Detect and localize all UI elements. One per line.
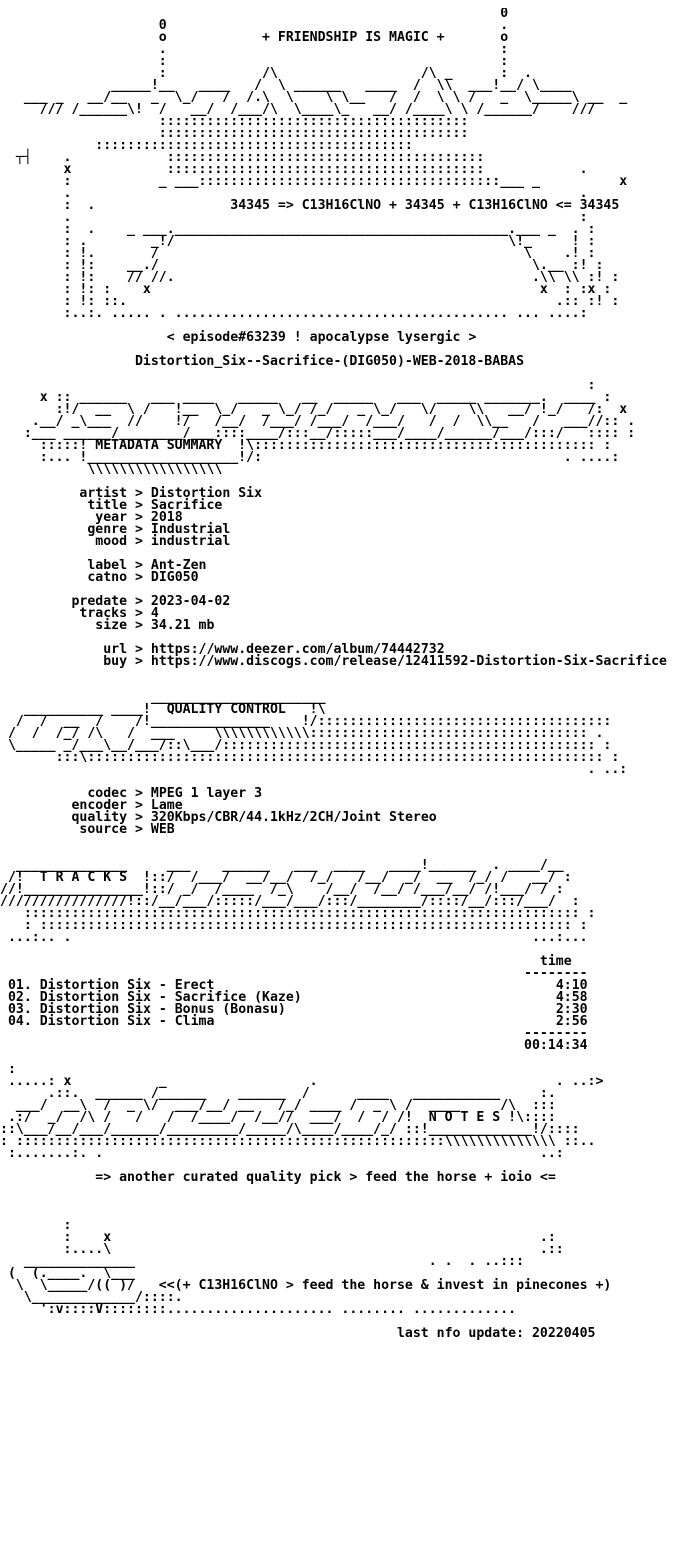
mood-value: industrial [150,534,231,549]
track-title: Distortion Six - Erect [39,978,215,993]
track-number: 01. [7,978,32,993]
header-frame: . : : . _ ___.__________________________… [63,210,620,321]
size-value: 34.21 mb [150,618,215,633]
notes-banner: : .....: x _ . . ..:> .::. ______ /_____… [0,1062,604,1161]
tracks-value: 4 [150,606,159,621]
title-value: Sacrifice [150,498,223,513]
track-time: 4:58 [555,990,588,1005]
track-number: 03. [7,1002,32,1017]
header-art-lower: ::::::::::::::::::::::::::::::::::::::::… [15,138,628,213]
metadata-banner: : x :: ______ ___ ____ _____ __ _____ __… [23,378,636,477]
formula-line: 34345 => C13H16ClNO + 34345 + C13H16ClNO… [127,198,620,213]
genre-value: Industrial [150,522,231,537]
artist-value: Distortion Six [150,486,263,501]
source-value: WEB [150,822,175,837]
track-number: 02. [7,990,32,1005]
quality-banner: ______________________ __________ ____! … [7,690,628,777]
total-time: 00:14:34 [524,1038,588,1053]
notes-text: => another curated quality pick > feed t… [95,1170,556,1185]
track-row: 03. Distortion Six - Bonus (Bonasu) 2:30 [0,1002,588,1017]
predate-value: 2023-04-02 [150,594,231,609]
footer-ascii-art: : : x .: :....\ .:: ______________ . [7,1218,612,1317]
buy-link[interactable]: https://www.discogs.com/release/12411592… [150,654,667,669]
track-time: 2:30 [555,1002,588,1017]
track-number: 04. [7,1014,32,1029]
year-value: 2018 [150,510,183,525]
track-row: 02. Distortion Six - Sacrifice (Kaze) 4:… [0,990,588,1005]
nfo-document: 0 0 . o + FRIENDSHIP IS MAGIC + o . : [0,8,667,1340]
quality-value: 320Kbps/CBR/44.1kHz/2CH/Joint Stereo [150,810,437,825]
track-title: Distortion Six - Bonus (Bonasu) [39,1002,286,1017]
header-ascii-art: 0 0 . o + FRIENDSHIP IS MAGIC + o . : [23,8,628,141]
quality-block: codec > MPEG 1 layer 3 encoder > Lame qu… [71,786,437,837]
catno-value: DIG050 [150,570,199,585]
track-row: 04. Distortion Six - Clima 2:56 [0,1014,588,1029]
episode-line: < episode#63239 ! apocalypse lysergic > [0,330,477,345]
track-title: Distortion Six - Clima [39,1014,215,1029]
release-name: Distortion_Six--Sacrifice-(DIG050)-WEB-2… [0,354,525,369]
track-row: 01. Distortion Six - Erect 4:10 [0,978,588,993]
track-title: Distortion Six - Sacrifice (Kaze) [39,990,302,1005]
metadata-block: artist > Distortion Six title > Sacrific… [71,486,667,669]
tracks-banner: ______________ ___ ______ ___ ____ ____!… [0,858,596,945]
codec-value: MPEG 1 layer 3 [150,786,263,801]
time-header: time [539,954,572,969]
encoder-value: Lame [150,798,183,813]
last-update: last nfo update: 20220405 [0,1326,596,1340]
track-time: 2:56 [555,1014,588,1029]
label-value: Ant-Zen [150,558,207,573]
track-time: 4:10 [555,978,588,993]
track-list: 01. Distortion Six - Erect 4:10 02. Dist… [0,978,588,1029]
url-link[interactable]: https://www.deezer.com/album/74442732 [150,642,445,657]
